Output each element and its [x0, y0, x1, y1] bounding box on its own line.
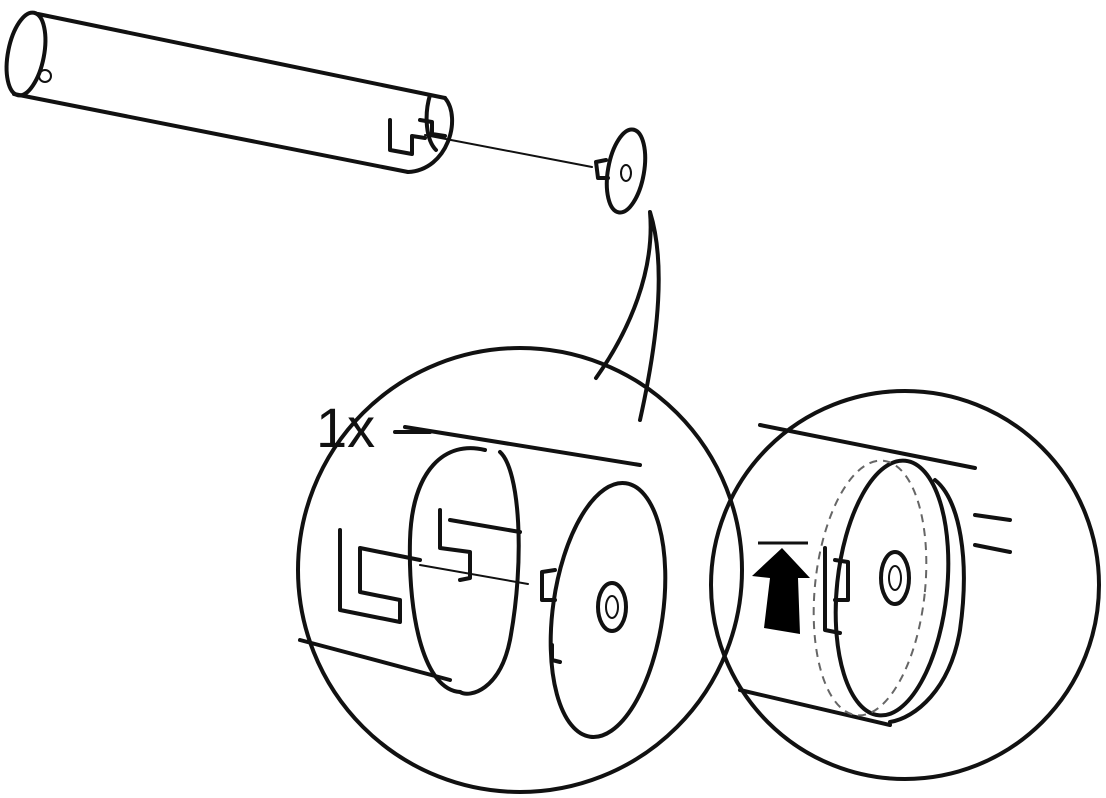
- quantity-label: 1x: [316, 396, 375, 459]
- arrow-up-icon: [752, 541, 810, 634]
- callout-pointer: [594, 210, 661, 422]
- end-cap-small: [594, 127, 648, 215]
- end-cap-large: [548, 481, 668, 739]
- end-cap-seated: [833, 458, 951, 718]
- detail-circle-insert: [296, 346, 744, 794]
- detail-circle-rotate: [709, 389, 1101, 781]
- tube-hole: [38, 69, 52, 83]
- guide-line-overview: [424, 134, 593, 168]
- tube-overview: [4, 10, 455, 174]
